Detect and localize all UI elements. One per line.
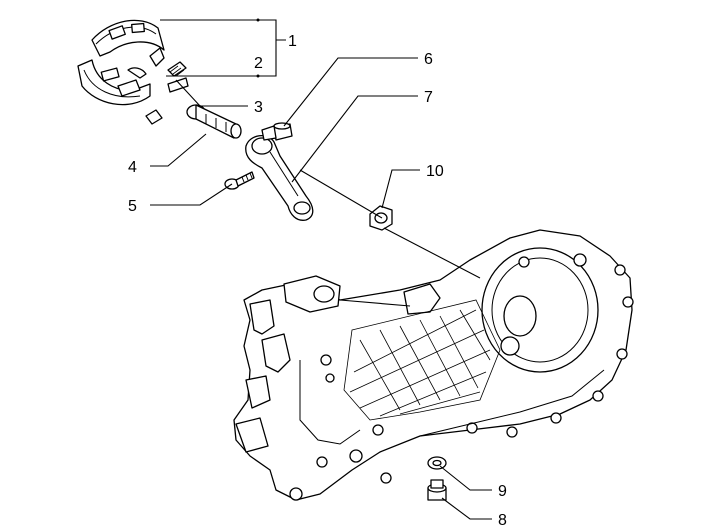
callout-9: 9 [498,483,507,500]
callout-7: 7 [424,89,433,106]
callout-2: 2 [254,55,263,72]
callout-1: 1 [288,33,297,50]
bolt [224,171,255,190]
pin [273,122,293,141]
spring [145,61,189,125]
brake-shoe-lower [77,59,151,106]
callout-10: 10 [426,163,444,180]
crankcase [233,229,634,501]
cam-shaft [186,104,242,139]
callout-8: 8 [498,512,507,528]
callout-5: 5 [128,198,137,215]
callout-labels: 1 2 3 4 5 6 7 10 9 8 [128,33,507,528]
callout-3: 3 [254,99,263,116]
brake-lever [245,125,314,221]
leader-lines [150,18,492,520]
callout-4: 4 [128,159,137,176]
washer [427,456,447,470]
callout-6: 6 [424,51,433,68]
brake-shoe-upper [91,19,165,67]
drain-plug [427,479,447,501]
